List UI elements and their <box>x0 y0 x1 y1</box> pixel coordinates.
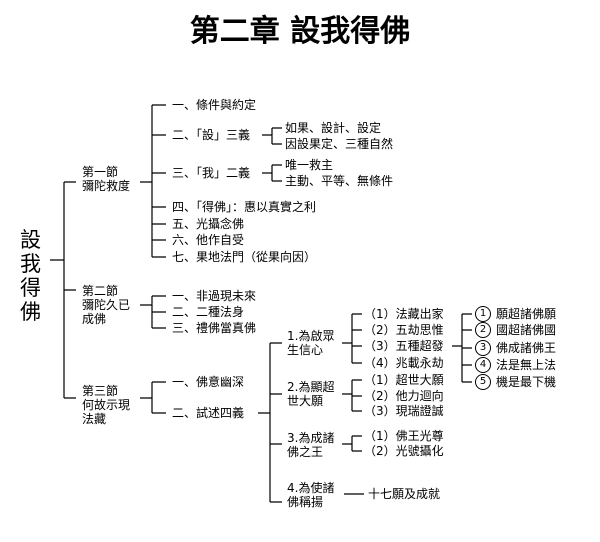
sub-item: （2）五劫思惟 <box>364 323 444 337</box>
vow-item: 佛成諸佛王 <box>496 341 557 355</box>
sub-item: 唯一救主 <box>285 158 334 172</box>
section-1-item: 六、他作自受 <box>172 233 245 247</box>
sub-item: 十七願及成就 <box>368 487 441 501</box>
vow-item: 願超諸佛願 <box>496 307 557 321</box>
section-2-item: 二、二種法身 <box>172 305 245 319</box>
section-2-label: 第二節 彌陀久已 成佛 <box>82 284 131 326</box>
sub-item: 如果、設計、設定 <box>285 121 382 135</box>
section-1-item: 三、「我」二義 <box>172 166 251 180</box>
section-1-item: 四、「得佛」：惠以真實之利 <box>172 200 317 214</box>
section-3-item: 一、佛意幽深 <box>172 375 245 389</box>
number-circle-icon: 1 <box>475 306 491 322</box>
number-circle-icon: 5 <box>475 374 491 390</box>
section-1-item: 五、光攝念佛 <box>172 217 245 231</box>
number-circle-icon: 3 <box>475 340 491 356</box>
sub-item: 主動、平等、無條件 <box>285 174 394 188</box>
purpose-node: 4.為使諸 佛稱揚 <box>287 481 335 509</box>
vow-item: 法是無上法 <box>496 358 557 372</box>
root-node-label: 設我得佛 <box>20 228 41 324</box>
sub-item: （1）法藏出家 <box>364 307 444 321</box>
number-circle-icon: 2 <box>475 322 491 338</box>
vow-item: 國超諸佛國 <box>496 323 557 337</box>
section-2-item: 一、非過現未來 <box>172 289 257 303</box>
purpose-node: 2.為顯超 世大願 <box>287 380 335 408</box>
sub-item: （1）超世大願 <box>364 373 444 387</box>
sub-item: （3）五種超發 <box>364 339 444 353</box>
sub-item: （2）他力迴向 <box>364 389 444 403</box>
section-1-item: 一、條件與約定 <box>172 98 257 112</box>
section-2-item: 三、禮佛當真佛 <box>172 321 257 335</box>
chapter-title: 第二章 設我得佛 <box>189 14 411 49</box>
purpose-node: 1.為啟眾 生信心 <box>287 329 335 357</box>
sub-item: （1）佛王光尊 <box>364 429 444 443</box>
sub-item: （4）兆載永劫 <box>364 356 444 370</box>
section-1-item: 二、「設」三義 <box>172 128 251 142</box>
sub-item: 因設果定、三種自然 <box>285 137 394 151</box>
number-circle-icon: 4 <box>475 357 491 373</box>
section-3-item: 二、試述四義 <box>172 406 245 420</box>
purpose-node: 3.為成諸 佛之王 <box>287 431 335 459</box>
section-1-label: 第一節 彌陀救度 <box>82 165 131 193</box>
sub-item: （3）現瑞證誠 <box>364 404 444 418</box>
section-3-label: 第三節 何故示現 法藏 <box>82 384 131 426</box>
vow-item: 機是最下機 <box>496 375 557 389</box>
section-1-item: 七、果地法門（從果向因） <box>172 250 317 264</box>
sub-item: （2）光號攝化 <box>364 444 444 458</box>
